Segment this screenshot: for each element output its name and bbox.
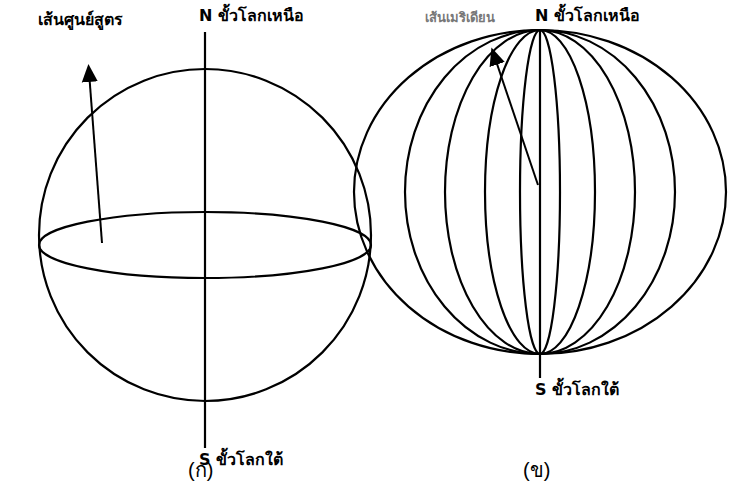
figure-caption: (ก) <box>188 458 213 482</box>
pole-label: N ขั้วโลกเหนือ <box>535 6 640 25</box>
pole-label: N ขั้วโลกเหนือ <box>199 6 304 25</box>
meridian-label: เส้นเมริเดียน <box>425 10 495 26</box>
pole-label: S ขั้วโลกใต้ <box>535 380 619 399</box>
equator-label: เส้นศูนย์สูตร <box>38 10 123 29</box>
figure-caption: (ข) <box>523 458 550 482</box>
